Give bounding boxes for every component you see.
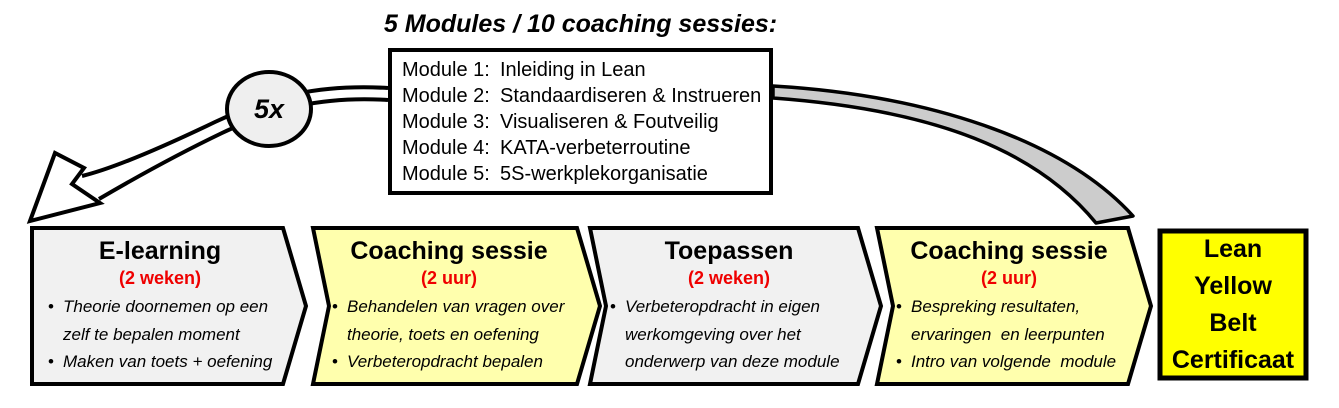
step-duration: (2 uur) bbox=[981, 268, 1037, 288]
step-bullet-list: Verbeteropdracht in eigen werkomgeving o… bbox=[596, 293, 862, 376]
step-bullet: Maken van toets + oefening bbox=[48, 348, 282, 376]
step-coaching-2: Coaching sessie (2 uur) Bespreking resul… bbox=[882, 231, 1136, 381]
module-number: Module 3: bbox=[402, 111, 490, 133]
module-name: 5S-werkplekorganisatie bbox=[500, 163, 708, 185]
step-elearning: E-learning (2 weken) Theorie doornemen o… bbox=[34, 231, 286, 381]
module-number: Module 5: bbox=[402, 163, 490, 185]
step-title: E-learning bbox=[98, 237, 222, 265]
certificate-line: Lean bbox=[1203, 234, 1263, 263]
step-bullet: Bespreking resultaten, ervaringen en lee… bbox=[896, 293, 1132, 348]
certificate-line: Certificaat bbox=[1171, 345, 1295, 374]
module-list-item: Module 5: 5S-werkplekorganisatie bbox=[402, 161, 761, 187]
module-number: Module 1: bbox=[402, 59, 490, 81]
module-name: Inleiding in Lean bbox=[500, 59, 646, 81]
loop-count-badge: 5x bbox=[253, 93, 285, 124]
step-bullet-list: Bespreking resultaten, ervaringen en lee… bbox=[882, 293, 1136, 376]
module-name: KATA-verbeterroutine bbox=[500, 137, 691, 159]
module-list-item: Module 4: KATA-verbeterroutine bbox=[402, 135, 761, 161]
step-toepassen: Toepassen (2 weken) Verbeteropdracht in … bbox=[596, 231, 862, 381]
step-title: Coaching sessie bbox=[910, 237, 1108, 265]
swoosh-arrow-icon bbox=[771, 84, 1135, 225]
step-duration: (2 weken) bbox=[687, 268, 771, 288]
module-list-item: Module 1: Inleiding in Lean bbox=[402, 57, 761, 83]
step-title: Toepassen bbox=[664, 237, 794, 265]
module-number: Module 4: bbox=[402, 137, 490, 159]
step-bullet: Verbeteropdracht bepalen bbox=[332, 348, 576, 376]
step-bullet: Behandelen van vragen over theorie, toet… bbox=[332, 293, 576, 348]
loop-arrow-icon bbox=[26, 85, 389, 224]
step-duration: (2 uur) bbox=[421, 268, 477, 288]
step-title: Coaching sessie bbox=[350, 237, 548, 265]
step-duration: (2 weken) bbox=[118, 268, 202, 288]
loop-badge-circle bbox=[225, 70, 313, 148]
diagram-title: 5 Modules / 10 coaching sessies: bbox=[383, 10, 778, 38]
step-bullet-list: Behandelen van vragen over theorie, toet… bbox=[318, 293, 580, 376]
step-bullet: Theorie doornemen op een zelf te bepalen… bbox=[48, 293, 282, 348]
module-number: Module 2: bbox=[402, 85, 490, 107]
modules-list-box: Module 1: Inleiding in Lean Module 2: St… bbox=[388, 48, 773, 195]
module-name: Visualiseren & Foutveilig bbox=[500, 111, 719, 133]
certificate-label: Lean Yellow Belt Certificaat bbox=[1158, 229, 1308, 380]
module-name: Standaardiseren & Instrueren bbox=[500, 85, 762, 107]
step-coaching-1: Coaching sessie (2 uur) Behandelen van v… bbox=[318, 231, 580, 381]
step-bullet: Intro van volgende module bbox=[896, 348, 1132, 376]
certificate-box bbox=[1157, 228, 1309, 381]
certificate-line: Belt bbox=[1209, 308, 1257, 337]
step-bullet: Verbeteropdracht in eigen werkomgeving o… bbox=[610, 293, 858, 376]
certificate-line: Yellow bbox=[1194, 271, 1272, 300]
module-list-item: Module 3: Visualiseren & Foutveilig bbox=[402, 109, 761, 135]
step-bullet-list: Theorie doornemen op een zelf te bepalen… bbox=[34, 293, 286, 376]
module-list-item: Module 2: Standaardiseren & Instrueren bbox=[402, 83, 761, 109]
